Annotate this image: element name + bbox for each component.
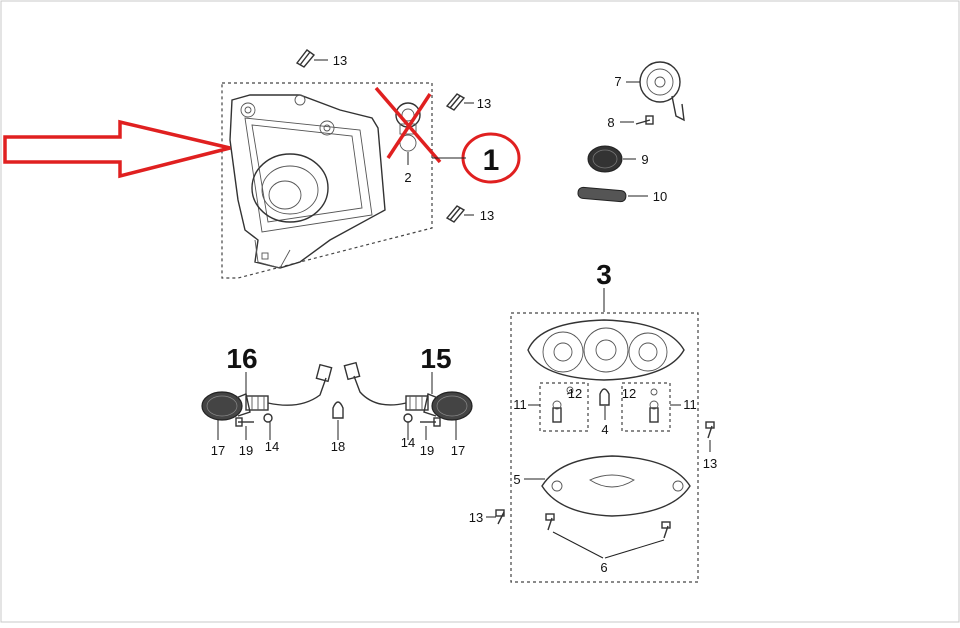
callout-17-left: 17 xyxy=(211,443,225,458)
callout-5: 5 xyxy=(513,472,520,487)
screw-icon xyxy=(445,205,474,223)
bulb-socket-left xyxy=(552,386,574,423)
callout-13-top: 13 xyxy=(333,53,347,68)
callout-1: 1 xyxy=(483,144,500,177)
taillight-dashed-boundary xyxy=(510,312,699,583)
callout-9: 9 xyxy=(641,152,648,167)
screw-icon xyxy=(295,49,328,68)
callout-19-right: 19 xyxy=(420,443,434,458)
headlight-housing xyxy=(229,94,386,269)
socket-box-right xyxy=(621,382,671,432)
callout-11-left: 11 xyxy=(513,397,527,412)
turn-signal-16 xyxy=(201,363,333,440)
callout-11-right: 11 xyxy=(683,397,697,412)
screw-icon xyxy=(545,513,555,531)
pointer-arrow xyxy=(3,119,231,179)
taillight-housing xyxy=(527,319,685,381)
bulb-part-4 xyxy=(599,388,610,420)
bulb-socket-right xyxy=(649,388,659,423)
callout-19-left: 19 xyxy=(239,443,253,458)
headlight-housing-group xyxy=(221,82,433,279)
screw-icon xyxy=(486,509,505,525)
callout-18: 18 xyxy=(331,439,345,454)
callout-16: 16 xyxy=(226,343,257,374)
screw-icon xyxy=(661,521,671,539)
callout-8: 8 xyxy=(607,115,614,130)
callout-13-taillight-right: 13 xyxy=(703,456,717,471)
callout-3: 3 xyxy=(596,259,612,290)
socket-box-left xyxy=(539,382,589,432)
callout-4: 4 xyxy=(601,422,608,437)
grille-part-9 xyxy=(587,145,636,173)
callout-10: 10 xyxy=(653,189,667,204)
callout-7: 7 xyxy=(614,74,621,89)
bulb-part-18 xyxy=(332,401,344,440)
screw-icon xyxy=(445,93,474,111)
callout-12-left: 12 xyxy=(568,386,582,401)
callout-14-left: 14 xyxy=(265,439,279,454)
taillight-lens xyxy=(541,455,691,517)
callout-15: 15 xyxy=(420,343,451,374)
horn-part-7 xyxy=(626,61,685,122)
callout-14-right: 14 xyxy=(401,435,415,450)
bolt-part-8 xyxy=(620,115,654,125)
callout-6: 6 xyxy=(600,560,607,575)
callout-17-right: 17 xyxy=(451,443,465,458)
callout-2: 2 xyxy=(404,170,411,185)
turn-signal-15 xyxy=(343,361,473,440)
callout-13-taillight-left: 13 xyxy=(469,510,483,525)
callout-13-lower-right: 13 xyxy=(480,208,494,223)
nut-icon xyxy=(403,413,413,440)
screw-icon xyxy=(420,417,441,440)
strip-part-10 xyxy=(577,186,648,203)
callout-12-right: 12 xyxy=(622,386,636,401)
screw-icon xyxy=(235,417,254,440)
housing-dashed-boundary xyxy=(221,82,433,279)
screw-icon xyxy=(705,421,715,452)
callout-13-upper-right: 13 xyxy=(477,96,491,111)
cross-out-mark-b xyxy=(386,93,432,159)
nut-icon xyxy=(263,413,273,440)
